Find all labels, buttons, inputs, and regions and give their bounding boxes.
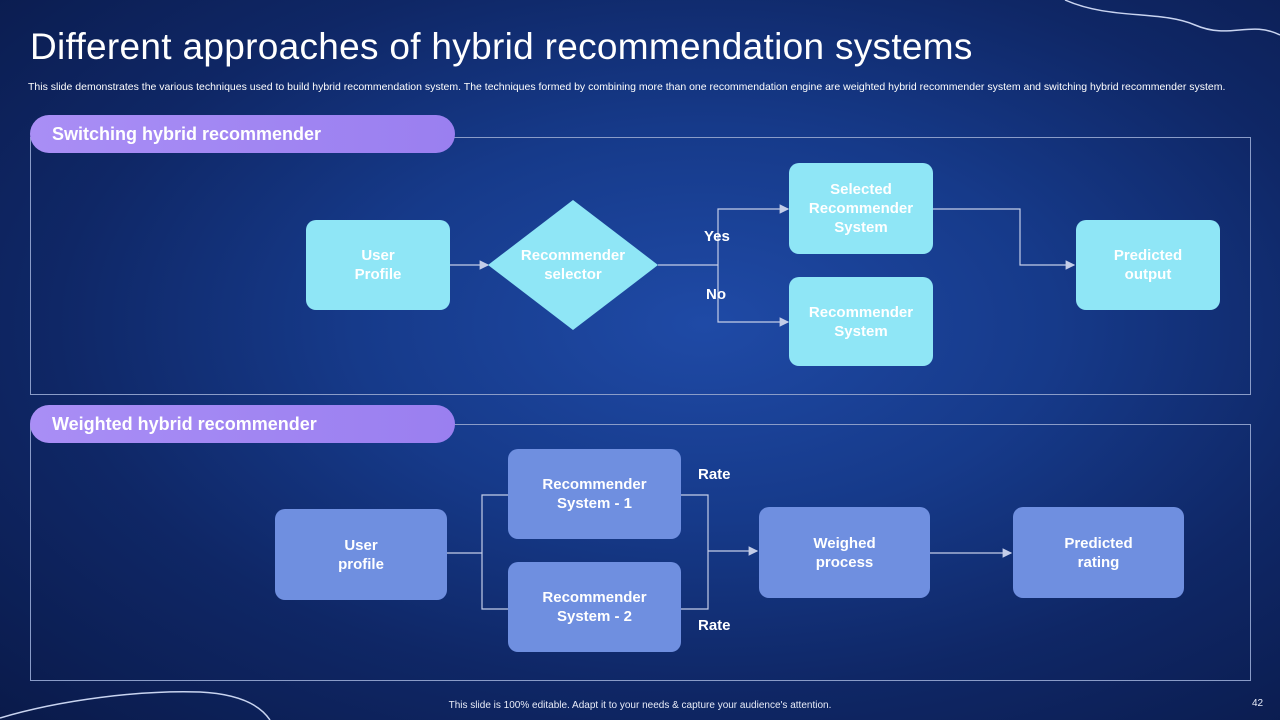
predicted-rating-box: Predicted rating (1013, 507, 1184, 598)
switching-user-profile-box: User Profile (306, 220, 450, 310)
page-number: 42 (1252, 698, 1264, 709)
page-subtitle: This slide demonstrates the various tech… (28, 81, 1226, 93)
selected-recommender-system-box: Selected Recommender System (789, 163, 933, 254)
weighed-process-box: Weighed process (759, 507, 930, 598)
switching-header: Switching hybrid recommender (30, 115, 455, 153)
weighted-header: Weighted hybrid recommender (30, 405, 455, 443)
rate-top-label: Rate (698, 466, 731, 483)
footer-note: This slide is 100% editable. Adapt it to… (448, 700, 832, 711)
recommender-system-1-box: Recommender System - 1 (508, 449, 681, 539)
switching-panel (30, 137, 1251, 395)
page-title: Different approaches of hybrid recommend… (30, 26, 973, 67)
recommender-selector-diamond: Recommender selector (488, 200, 658, 330)
recommender-system-box: Recommender System (789, 277, 933, 366)
predicted-output-box: Predicted output (1076, 220, 1220, 310)
diamond-shape (488, 200, 658, 330)
recommender-system-2-box: Recommender System - 2 (508, 562, 681, 652)
no-label: No (706, 286, 726, 303)
recommender-selector-label: Recommender selector (520, 247, 626, 283)
rate-bottom-label: Rate (698, 617, 731, 634)
weighted-panel (30, 424, 1251, 681)
weighted-user-profile-box: User profile (275, 509, 447, 600)
yes-label: Yes (704, 228, 730, 245)
